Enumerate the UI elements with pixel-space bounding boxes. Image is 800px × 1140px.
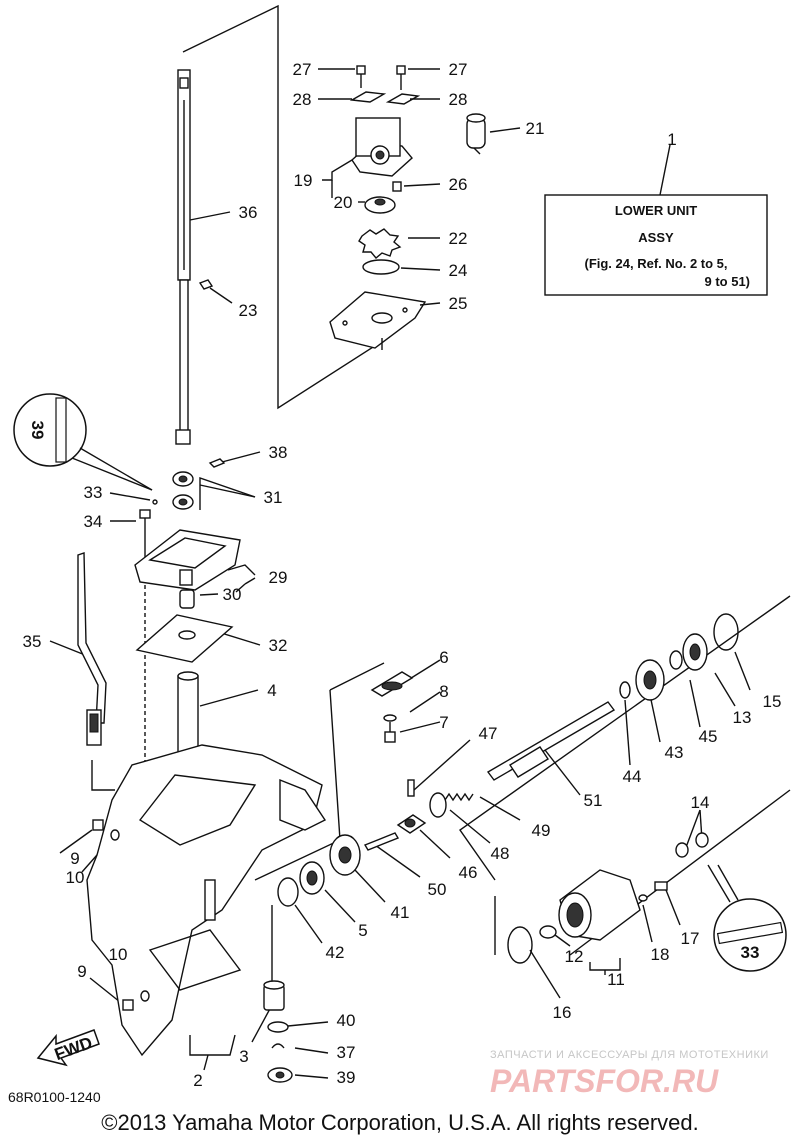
callout-label: 27 [449, 60, 468, 79]
callout-label: 10 [66, 868, 85, 887]
callout-label: 12 [565, 947, 584, 966]
callout-label: 4 [267, 681, 276, 700]
callout-label: 18 [651, 945, 670, 964]
callout-label: 47 [479, 724, 498, 743]
forward-arrow-icon: FWD [36, 1029, 100, 1067]
callout-label: 13 [733, 708, 752, 727]
callout-label: 26 [449, 175, 468, 194]
grease-badge-left: 39 [13, 393, 153, 491]
callout-label: 8 [439, 682, 448, 701]
callout-label: 42 [326, 943, 345, 962]
callout-label: 41 [391, 903, 410, 922]
clip-23 [198, 279, 214, 290]
propeller-shaft-group [277, 613, 739, 907]
callout-label: 6 [439, 648, 448, 667]
callout-label: 10 [109, 945, 128, 964]
callout-label: 35 [23, 632, 42, 651]
badge-left-text: 39 [28, 421, 47, 440]
callout-label: 5 [358, 921, 367, 940]
info-box-line2: ASSY [638, 230, 674, 245]
callout-label: 49 [532, 821, 551, 840]
callout-label: 25 [449, 294, 468, 313]
callout-label: 33 [84, 483, 103, 502]
bottom-small-parts [92, 819, 293, 1083]
callout-label: 3 [239, 1047, 248, 1066]
callout-label: 9 [70, 849, 79, 868]
watermark-line1: ЗАПЧАСТИ И АКСЕССУАРЫ ДЛЯ МОТОТЕХНИКИ [490, 1049, 769, 1061]
callout-label: 38 [269, 443, 288, 462]
callout-label: 28 [449, 90, 468, 109]
drive-shaft-36 [175, 69, 191, 445]
bearing-group [134, 458, 241, 767]
info-box-line4: 9 to 51) [704, 274, 750, 289]
diagram-code: 68R0100-1240 [8, 1089, 101, 1105]
callout-label: 45 [699, 727, 718, 746]
callout-label: 43 [665, 743, 684, 762]
callout-label: 22 [449, 229, 468, 248]
callout-label: 14 [691, 793, 710, 812]
callout-label: 29 [269, 568, 288, 587]
callout-label: 39 [337, 1068, 356, 1087]
callout-label: 37 [337, 1043, 356, 1062]
grease-badge-right: 33 [707, 864, 787, 972]
callout-label: 34 [84, 512, 103, 531]
callout-label: 51 [584, 791, 603, 810]
shift-rod-35 [77, 552, 107, 746]
callout-label: 2 [193, 1071, 202, 1090]
info-box-line1: LOWER UNIT [615, 203, 697, 218]
propeller-shaft-housing-11 [507, 832, 709, 964]
water-pump-group [329, 65, 486, 350]
callout-label: 48 [491, 844, 510, 863]
callout-label: 19 [294, 171, 313, 190]
copyright-notice: ©2013 Yamaha Motor Corporation, U.S.A. A… [101, 1110, 698, 1135]
callout-label: 11 [607, 970, 625, 989]
lower-casing [86, 744, 327, 1057]
info-box-line3: (Fig. 24, Ref. No. 2 to 5, [584, 256, 727, 271]
callout-label: 20 [334, 193, 353, 212]
callout-label: 7 [439, 713, 448, 732]
fwd-label: FWD [52, 1033, 95, 1064]
callout-label: 15 [763, 692, 782, 711]
callout-label: 21 [526, 119, 545, 138]
callout-label: 23 [239, 301, 258, 320]
badge-right-text: 33 [741, 943, 760, 962]
callout-label: 50 [428, 880, 447, 899]
callout-label: 32 [269, 636, 288, 655]
callout-label: 36 [239, 203, 258, 222]
watermark-line2: PARTSFOR.RU [490, 1063, 719, 1099]
callout-label: 28 [293, 90, 312, 109]
callout-label: 16 [553, 1003, 572, 1022]
callout-label: 44 [623, 767, 642, 786]
callout-label: 30 [223, 585, 242, 604]
callout-label: 9 [77, 962, 86, 981]
callout-label: 1 [667, 130, 676, 149]
callout-label: 17 [681, 929, 700, 948]
lower-unit-info-box: LOWER UNIT ASSY (Fig. 24, Ref. No. 2 to … [544, 194, 768, 296]
callout-label: 46 [459, 863, 478, 882]
info-box-frame [544, 194, 768, 296]
callout-label: 27 [293, 60, 312, 79]
callout-label: 24 [449, 261, 468, 280]
callout-label: 40 [337, 1011, 356, 1030]
callout-label: 31 [264, 488, 283, 507]
